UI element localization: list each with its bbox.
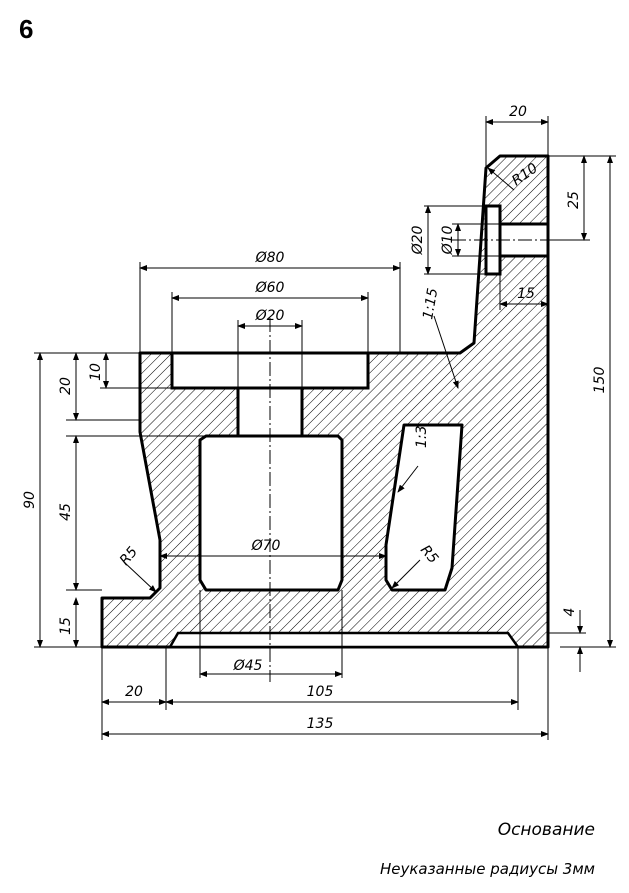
dim-d60: Ø60: [255, 280, 285, 296]
part-title: Основание: [497, 820, 595, 840]
dim-h135: 135: [307, 716, 334, 732]
leader-r10: [487, 167, 515, 191]
dim-25: 25: [566, 191, 582, 209]
dim-r5-left: R5: [117, 544, 141, 569]
dim-d45: Ø45: [233, 658, 263, 674]
dim-10: 10: [88, 363, 104, 381]
dim-d10-side: Ø10: [440, 225, 456, 255]
dim-45: 45: [58, 503, 74, 521]
dim-d80: Ø80: [255, 250, 285, 266]
dim-h105: 105: [307, 684, 334, 700]
dim-d20-side: Ø20: [410, 225, 426, 255]
leader-taper: [397, 465, 419, 493]
leader-r5-left: [123, 561, 157, 593]
dim-15-left: 15: [58, 617, 74, 635]
dim-20: 20: [58, 377, 74, 395]
dim-d70: Ø70: [251, 538, 281, 554]
radius-note: Неуказанные радиусы 3мм: [379, 860, 595, 878]
dim-h20: 20: [125, 684, 143, 700]
dim-4: 4: [562, 608, 578, 617]
dim-90: 90: [22, 491, 38, 509]
dim-r5-right: R5: [417, 542, 441, 567]
dim-d20-top: Ø20: [255, 308, 285, 324]
dim-150: 150: [592, 367, 608, 394]
part-section: [100, 154, 550, 649]
leader-slope: [433, 315, 459, 389]
bottom-recess: [167, 631, 521, 649]
sheet-number: 6: [19, 14, 34, 44]
dim-taper: 1:3: [414, 425, 430, 448]
dim-top-width: 20: [509, 104, 527, 120]
dim-slope: 1:15: [420, 287, 441, 321]
leader-r5-right: [391, 559, 421, 589]
dim-15-right: 15: [517, 286, 535, 302]
